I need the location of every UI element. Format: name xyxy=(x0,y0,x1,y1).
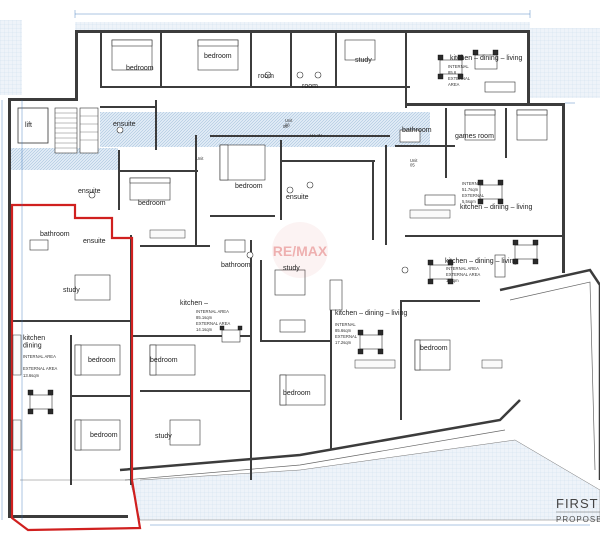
area-label: INTERNAL AREA xyxy=(446,266,479,271)
svg-text:RE/MAX: RE/MAX xyxy=(273,243,328,259)
room-label: bathroom xyxy=(40,231,70,238)
bottom-terrace xyxy=(20,439,600,521)
area-label: EXTERNAL AREA xyxy=(446,272,480,277)
area-label: 85.1sqm xyxy=(196,315,213,320)
area-label: INTERNAL AREA xyxy=(196,309,229,314)
top-balcony xyxy=(75,22,530,32)
room-label: kitchen – dining – living xyxy=(445,258,517,265)
room-label: bedroom xyxy=(283,390,311,397)
area-label: EXTERNAL xyxy=(462,193,485,198)
room-label: bedroom xyxy=(150,357,178,364)
room-label: study xyxy=(283,265,300,272)
room-label: kitchen – dining – living xyxy=(335,310,407,317)
room-label: ensuite xyxy=(286,194,309,201)
furniture-beds xyxy=(74,39,548,451)
room-label: room xyxy=(258,73,274,80)
furniture-dining xyxy=(27,49,539,415)
room-label: bedroom xyxy=(420,345,448,352)
bottom-facade xyxy=(119,399,521,472)
drawing-subtitle: PROPOSE xyxy=(556,515,600,524)
area-label: 14.1sqm xyxy=(196,327,213,332)
area-label: 17sqm xyxy=(446,278,459,283)
room-label: bathroom xyxy=(402,127,432,134)
furniture-sofas xyxy=(329,81,516,311)
drawing-title: FIRST F xyxy=(556,496,600,511)
room-labels: bedroom bedroom room room study kitchen … xyxy=(23,53,532,440)
room-label: bedroom xyxy=(126,65,154,72)
corridor-tiles xyxy=(100,112,430,147)
area-label: 17.2sqm xyxy=(335,340,352,345)
room-label: games room xyxy=(455,133,494,140)
room-label: bedroom xyxy=(88,357,116,364)
room-label: bedroom xyxy=(138,200,166,207)
room-label: lift xyxy=(25,122,32,129)
stairs xyxy=(54,107,99,154)
room-label: ensuite xyxy=(83,238,106,245)
highlighted-unit-outline xyxy=(10,203,142,532)
bathroom-fixtures xyxy=(29,71,421,333)
furniture-desks xyxy=(74,39,376,446)
hlw-label: H.L.W xyxy=(310,133,322,138)
area-label: INTERNAL xyxy=(462,181,483,186)
room-label: ensuite xyxy=(113,121,136,128)
middle-walls xyxy=(118,108,565,245)
room-label: bedroom xyxy=(90,432,118,439)
area-label: AREA xyxy=(448,82,460,87)
right-facade xyxy=(499,268,600,480)
room-label: study xyxy=(155,433,172,440)
left-balcony xyxy=(0,20,22,95)
outer-walls xyxy=(8,30,565,518)
kitchen-counters xyxy=(12,209,503,451)
dimension-lines xyxy=(1,10,590,526)
right-balcony xyxy=(530,28,600,98)
area-label: INTERNAL xyxy=(448,64,469,69)
room-label: room xyxy=(302,83,318,90)
room-label: kitchen – dining – living xyxy=(450,55,522,62)
area-label: 85.6 xyxy=(448,70,457,75)
area-label: 13.6sqm xyxy=(23,373,40,378)
room-label: kitchen – dining – living xyxy=(460,204,532,211)
room-label: kitchen – xyxy=(180,300,208,307)
corridor-tiles-left xyxy=(8,148,118,170)
area-label: 5.5sqm xyxy=(462,199,476,204)
area-label: EXTERNAL AREA xyxy=(23,366,57,371)
area-label: INTERNAL AREA xyxy=(23,354,56,359)
room-label: ensuite xyxy=(78,188,101,195)
room-label: bedroom xyxy=(204,53,232,60)
area-label: EXTERNAL xyxy=(335,334,358,339)
area-label: EXTERNAL xyxy=(448,76,471,81)
room-label: study xyxy=(63,287,80,294)
room-label: bedroom xyxy=(235,183,263,190)
area-label: 85.6sqm xyxy=(335,328,352,333)
area-labels: INTERNAL AREA EXTERNAL AREA 13.6sqm INTE… xyxy=(23,64,485,378)
watermark: RE/MAX xyxy=(272,222,328,278)
top-unit-walls xyxy=(100,33,410,150)
room-label: bathroom xyxy=(221,262,251,269)
area-label: EXTERNAL AREA xyxy=(196,321,230,326)
room-label: study xyxy=(355,57,372,64)
area-label: INTERNAL xyxy=(335,322,356,327)
unit-label: Unit xyxy=(196,156,204,161)
area-label: 51.7sqm xyxy=(462,187,479,192)
lift-shaft xyxy=(17,107,49,144)
stair-number: 06 xyxy=(283,124,288,129)
